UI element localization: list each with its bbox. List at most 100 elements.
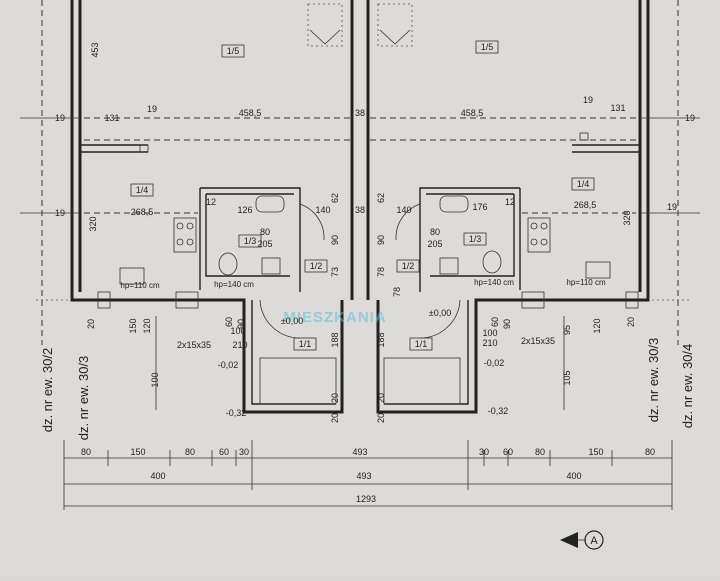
dim-label: 80	[535, 447, 545, 457]
dim-label: 150	[128, 318, 138, 333]
dim-label: 100	[482, 328, 497, 338]
washer-icon	[439, 257, 459, 275]
dim-label: 12	[505, 197, 515, 207]
dim-label: 126	[237, 205, 252, 215]
axis-marker[interactable]: A	[560, 530, 604, 550]
parcel-label: dz. nr ew. 30/4	[680, 344, 695, 429]
dim-label: 78	[376, 267, 386, 277]
room-label: 1/4	[136, 185, 149, 195]
dim-label: ±0,00	[429, 308, 451, 318]
dim-label: 493	[352, 447, 367, 457]
dim-label: 60	[490, 317, 500, 327]
dim-label: 80	[185, 447, 195, 457]
dim-label: 20	[626, 317, 636, 327]
dim-label: 60	[224, 317, 234, 327]
dim-label: 62	[376, 193, 386, 203]
dim-label: ±0,00	[281, 316, 303, 326]
dim-label: 1293	[356, 494, 376, 504]
fixtures	[97, 132, 639, 339]
dim-label: 80	[260, 227, 270, 237]
parcel-labels: dz. nr ew. 30/2 dz. nr ew. 30/3 dz. nr e…	[40, 338, 695, 441]
parcel-label: dz. nr ew. 30/2	[40, 348, 55, 433]
dim-label: 12	[206, 197, 216, 207]
dim-label: 90	[236, 319, 246, 329]
dimension-labels: 453 19 131 19 458,5 38 458,5 19 131 19 1…	[55, 42, 695, 504]
dim-label: 80	[81, 447, 91, 457]
room-label: 1/1	[415, 339, 428, 349]
dim-label: -0,32	[488, 406, 509, 416]
door-swing-icon	[299, 203, 325, 241]
dim-label: 38	[355, 108, 365, 118]
dim-label: 210	[482, 338, 497, 348]
room-label: 1/4	[577, 179, 590, 189]
dim-label: 493	[356, 471, 371, 481]
dim-label: 188	[330, 332, 340, 347]
parcel-label: dz. nr ew. 30/3	[76, 356, 91, 441]
dim-label: 400	[566, 471, 581, 481]
dim-label: 205	[257, 239, 272, 249]
washbasin-icon	[255, 195, 285, 213]
dim-label: 20	[376, 393, 386, 403]
dim-label: 62	[330, 193, 340, 203]
dim-label: 2x15x35	[177, 340, 211, 350]
arrow-left-icon	[560, 532, 578, 548]
dim-label: 19	[667, 202, 677, 212]
dim-label: 19	[583, 95, 593, 105]
dim-label: 90	[502, 319, 512, 329]
dim-label: 30	[239, 447, 249, 457]
dim-label: 458,5	[239, 108, 262, 118]
dim-label: 20	[376, 413, 386, 423]
room-labels: 1/5 1/5 1/4 1/4 1/3 1/3 1/2 1/2 1/1 1/1	[130, 40, 595, 351]
dim-label: 140	[315, 205, 330, 215]
dim-label: 100	[150, 372, 160, 387]
dim-label: 150	[130, 447, 145, 457]
dim-label: hp=110 cm	[120, 281, 160, 290]
room-label: 1/3	[244, 236, 257, 246]
dim-label: -0,02	[218, 360, 239, 370]
sink-icon	[119, 267, 145, 285]
dim-label: hp=110 cm	[566, 278, 606, 287]
dim-label: 453	[90, 42, 100, 57]
dim-label: 38	[355, 205, 365, 215]
dim-label: 268,5	[131, 207, 154, 217]
door-swing-icon	[419, 299, 461, 339]
washer-icon	[261, 257, 281, 275]
dim-label: 20	[330, 413, 340, 423]
room-label: 1/2	[310, 261, 323, 271]
dim-label: 73	[330, 267, 340, 277]
dim-label: -0,02	[484, 358, 505, 368]
dim-label: 210	[232, 340, 247, 350]
dim-label: 131	[610, 103, 625, 113]
dim-label: 176	[472, 202, 487, 212]
dim-label: 100	[230, 326, 245, 336]
dim-label: 2x15x35	[521, 336, 555, 346]
dim-label: 60	[503, 447, 513, 457]
room-label: 1/2	[402, 261, 415, 271]
watermark-logo: MIESZKANIA	[283, 309, 386, 326]
dim-label: 188	[376, 332, 386, 347]
dim-label: 20	[86, 319, 96, 329]
dim-label: 90	[376, 235, 386, 245]
dim-label: 30	[479, 447, 489, 457]
dim-label: 19	[55, 208, 65, 218]
dim-label: hp=140 cm	[214, 280, 254, 289]
toilet-icon	[482, 250, 502, 274]
axis-circle-icon	[584, 530, 604, 550]
dim-label: 140	[396, 205, 411, 215]
dim-label: 80	[645, 447, 655, 457]
dim-label: 400	[150, 471, 165, 481]
dim-label: 131	[104, 113, 119, 123]
dim-label: 320	[622, 210, 632, 225]
dimension-lines	[20, 117, 700, 510]
dim-label: hp=140 cm	[474, 278, 514, 287]
dim-label: 19	[147, 104, 157, 114]
dim-label: 120	[592, 318, 602, 333]
dim-label: 268,5	[574, 200, 597, 210]
room-label: 1/3	[469, 234, 482, 244]
walls	[70, 0, 650, 414]
door-swing-icon	[259, 299, 301, 339]
room-label: 1/1	[299, 339, 312, 349]
